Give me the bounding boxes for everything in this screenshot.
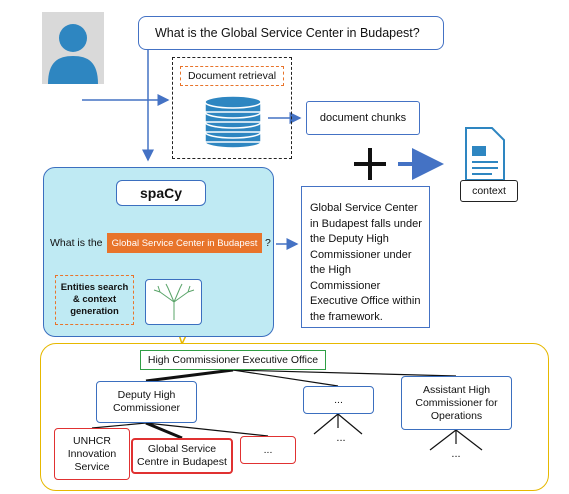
- context-label: context: [460, 180, 518, 202]
- document-retrieval-panel: [172, 57, 292, 159]
- node-assistant-high-commissioner: Assistant High Commissioner for Operatio…: [401, 376, 512, 430]
- question-suffix: ?: [265, 237, 271, 249]
- node-executive-office: High Commissioner Executive Office: [140, 350, 326, 370]
- question-bubble: What is the Global Service Center in Bud…: [138, 16, 444, 50]
- document-retrieval-label: Document retrieval: [180, 66, 284, 86]
- tree-icon: [153, 283, 195, 320]
- entity-search-label: Entities search & context generation: [55, 275, 134, 325]
- node-ellipsis-2: ...: [240, 436, 296, 464]
- edge-deputy-dots2: [145, 422, 269, 437]
- ellipsis-below-dots: ...: [336, 432, 346, 444]
- node-ellipsis: ...: [303, 386, 374, 414]
- entity-highlight: Global Service Center in Budapest: [107, 233, 262, 253]
- node-deputy-high-commissioner: Deputy High Commissioner: [96, 381, 197, 423]
- edge-deputy-gsc-bold: [145, 421, 183, 440]
- arrow-question-to-retrieval: [82, 50, 170, 162]
- document-icon: [465, 127, 505, 181]
- tree-thumbnail: [145, 279, 202, 325]
- plus-icon: [354, 148, 386, 180]
- database-icon: [204, 95, 262, 149]
- node-unhcr-innovation: UNHCR Innovation Service: [54, 428, 130, 480]
- edge-deputy-unhcr: [91, 422, 147, 429]
- edge-root-dots: [232, 369, 339, 387]
- edge-root-assistant: [232, 369, 457, 377]
- document-chunks-box: document chunks: [306, 101, 420, 135]
- spacy-title: spaCy: [116, 180, 206, 206]
- user-avatar: [42, 12, 104, 84]
- ellipsis-below-assistant: ...: [451, 448, 461, 460]
- user-icon: [48, 24, 98, 84]
- question-prefix: What is the: [50, 237, 103, 249]
- node-global-service-centre: Global Service Centre in Budapest: [131, 438, 233, 474]
- answer-box: Global Service Center in Budapest falls …: [301, 186, 430, 328]
- edge-root-deputy-bold: [145, 368, 234, 383]
